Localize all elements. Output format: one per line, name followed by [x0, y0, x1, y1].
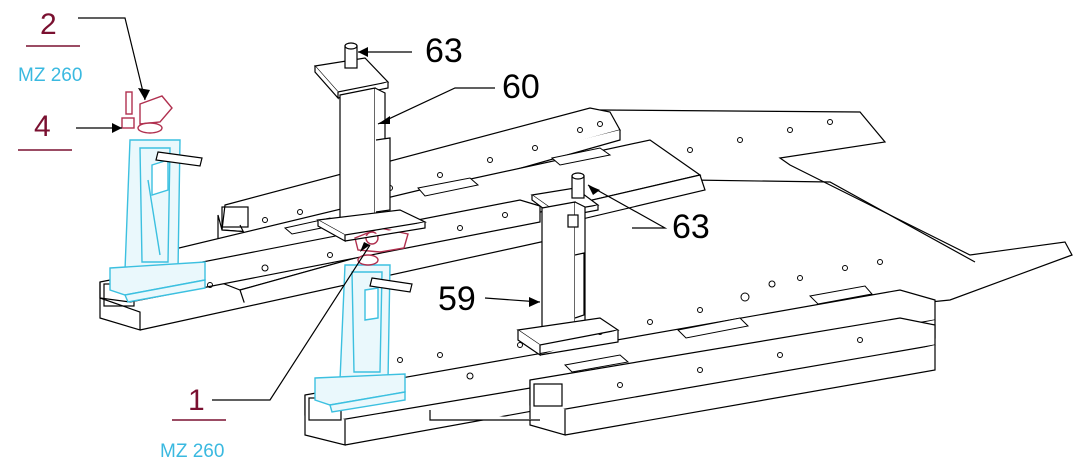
front-rail [304, 289, 936, 446]
jack-stand-left [109, 139, 206, 303]
jack-head-left [121, 91, 173, 134]
leader-lines [76, 17, 668, 401]
mounting-holes [207, 119, 883, 388]
callout-1-ref: MZ 260 [160, 441, 225, 462]
callout-60: 60 [502, 68, 540, 106]
jack-stand-front [314, 264, 406, 413]
callout-63-right: 63 [672, 208, 710, 246]
jack-stand-left-handle [155, 151, 203, 167]
rail-slots [283, 147, 873, 373]
tall-post [313, 42, 427, 243]
base-plate [599, 109, 1073, 306]
leader-arrowheads [112, 47, 600, 307]
callout-63-top: 63 [425, 32, 463, 70]
callout-underlines [18, 45, 226, 421]
jack-head-front [354, 227, 409, 266]
short-post [516, 172, 620, 357]
jack-stand-front-handle [369, 277, 413, 293]
callout-59: 59 [438, 280, 476, 318]
callout-1-number: 1 [188, 384, 205, 417]
callout-2-number: 2 [40, 8, 57, 41]
callout-4-number: 4 [34, 110, 51, 143]
callout-2-ref: MZ 260 [18, 65, 83, 86]
